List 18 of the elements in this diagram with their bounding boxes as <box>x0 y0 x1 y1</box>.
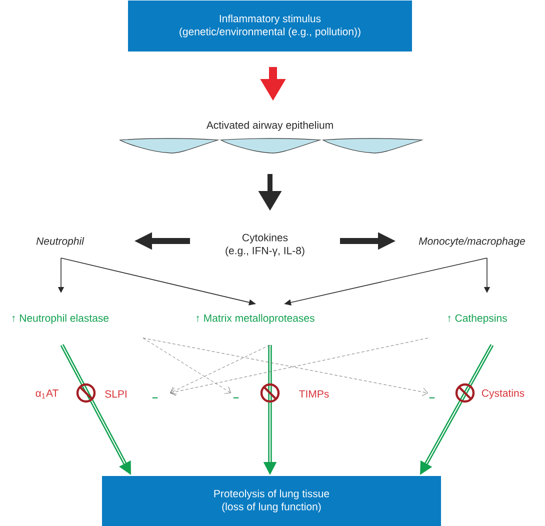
minus-sign: – <box>152 397 158 398</box>
epithelium-label: Activated airway epithelium <box>206 121 333 131</box>
cell-type-label: Monocyte/macrophage <box>418 237 525 247</box>
enzyme-label: ↑ Neutrophil elastase <box>12 314 109 324</box>
proteolysis-box: Proteolysis of lung tissue (loss of lung function) <box>102 476 441 526</box>
cell-type-label: Neutrophil <box>36 237 84 247</box>
inhibitor-label: α$_{1}$AT <box>36 390 58 398</box>
inhibitor-label: SLPI <box>105 390 126 398</box>
cytokines-label: Cytokines (e.g., IFN-γ, IL-8) <box>226 234 304 256</box>
dashed-arrow <box>170 344 270 394</box>
inhibitor-label: Cystatins <box>482 389 524 399</box>
inflammatory-stimulus-box: Inflammatory stimulus (genetic/environmental (e.g., pollution)) <box>128 0 412 52</box>
enzyme-label: ↑ Cathepsins <box>448 314 507 324</box>
dashed-arrow <box>142 338 231 394</box>
enzyme-label: ↑ Matrix metalloproteases <box>196 314 314 324</box>
inhibitor-label: TIMPs <box>299 390 329 398</box>
minus-sign: – <box>233 397 239 398</box>
minus-sign: – <box>429 397 435 398</box>
